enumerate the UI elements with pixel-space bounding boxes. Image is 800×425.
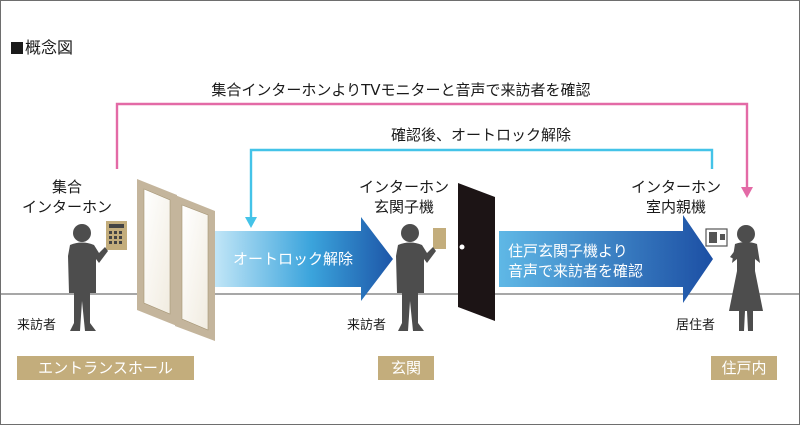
visitor-figure-left xyxy=(68,224,108,331)
arrow-right-label: 住戸玄関子機より 音声で来訪者を確認 xyxy=(508,242,644,280)
blue-arrow-right xyxy=(499,215,713,303)
top-flow-label: 集合インターホンよりTVモニターと音声で来訪者を確認 xyxy=(211,81,591,99)
doorbell-unit xyxy=(433,228,446,249)
diagram-heading: 概念図 xyxy=(11,38,73,58)
place-genkan: 玄関 xyxy=(378,356,434,380)
second-flow-label: 確認後、オートロック解除 xyxy=(390,126,571,144)
arrow-left-label: オートロック解除 xyxy=(233,250,354,268)
collective-intercom-panel xyxy=(106,221,127,250)
place-unit-inside: 住戸内 xyxy=(711,356,777,380)
cyan-arrowhead xyxy=(245,217,257,228)
entrance-glass-doors xyxy=(137,179,215,341)
visitor-label-left: 来訪者 xyxy=(17,318,57,333)
visitor-figure-middle xyxy=(396,224,436,331)
indoor-monitor-unit xyxy=(705,228,728,247)
resident-label: 居住者 xyxy=(676,318,716,333)
middle-device-label: インターホン 玄関子機 xyxy=(358,178,449,216)
right-device-label: インターホン 室内親機 xyxy=(630,178,721,216)
left-device-label: 集合 インターホン xyxy=(21,178,112,216)
visitor-label-middle: 来訪者 xyxy=(347,318,387,333)
pink-flow-line xyxy=(115,102,753,198)
cyan-flow-line xyxy=(245,148,714,228)
resident-figure xyxy=(729,225,763,331)
pink-arrowhead xyxy=(741,187,753,198)
square-bullet-icon xyxy=(11,42,23,54)
place-entrance-hall: エントランスホール xyxy=(17,356,194,380)
blue-arrow-left xyxy=(211,217,393,301)
apartment-door xyxy=(458,183,495,321)
